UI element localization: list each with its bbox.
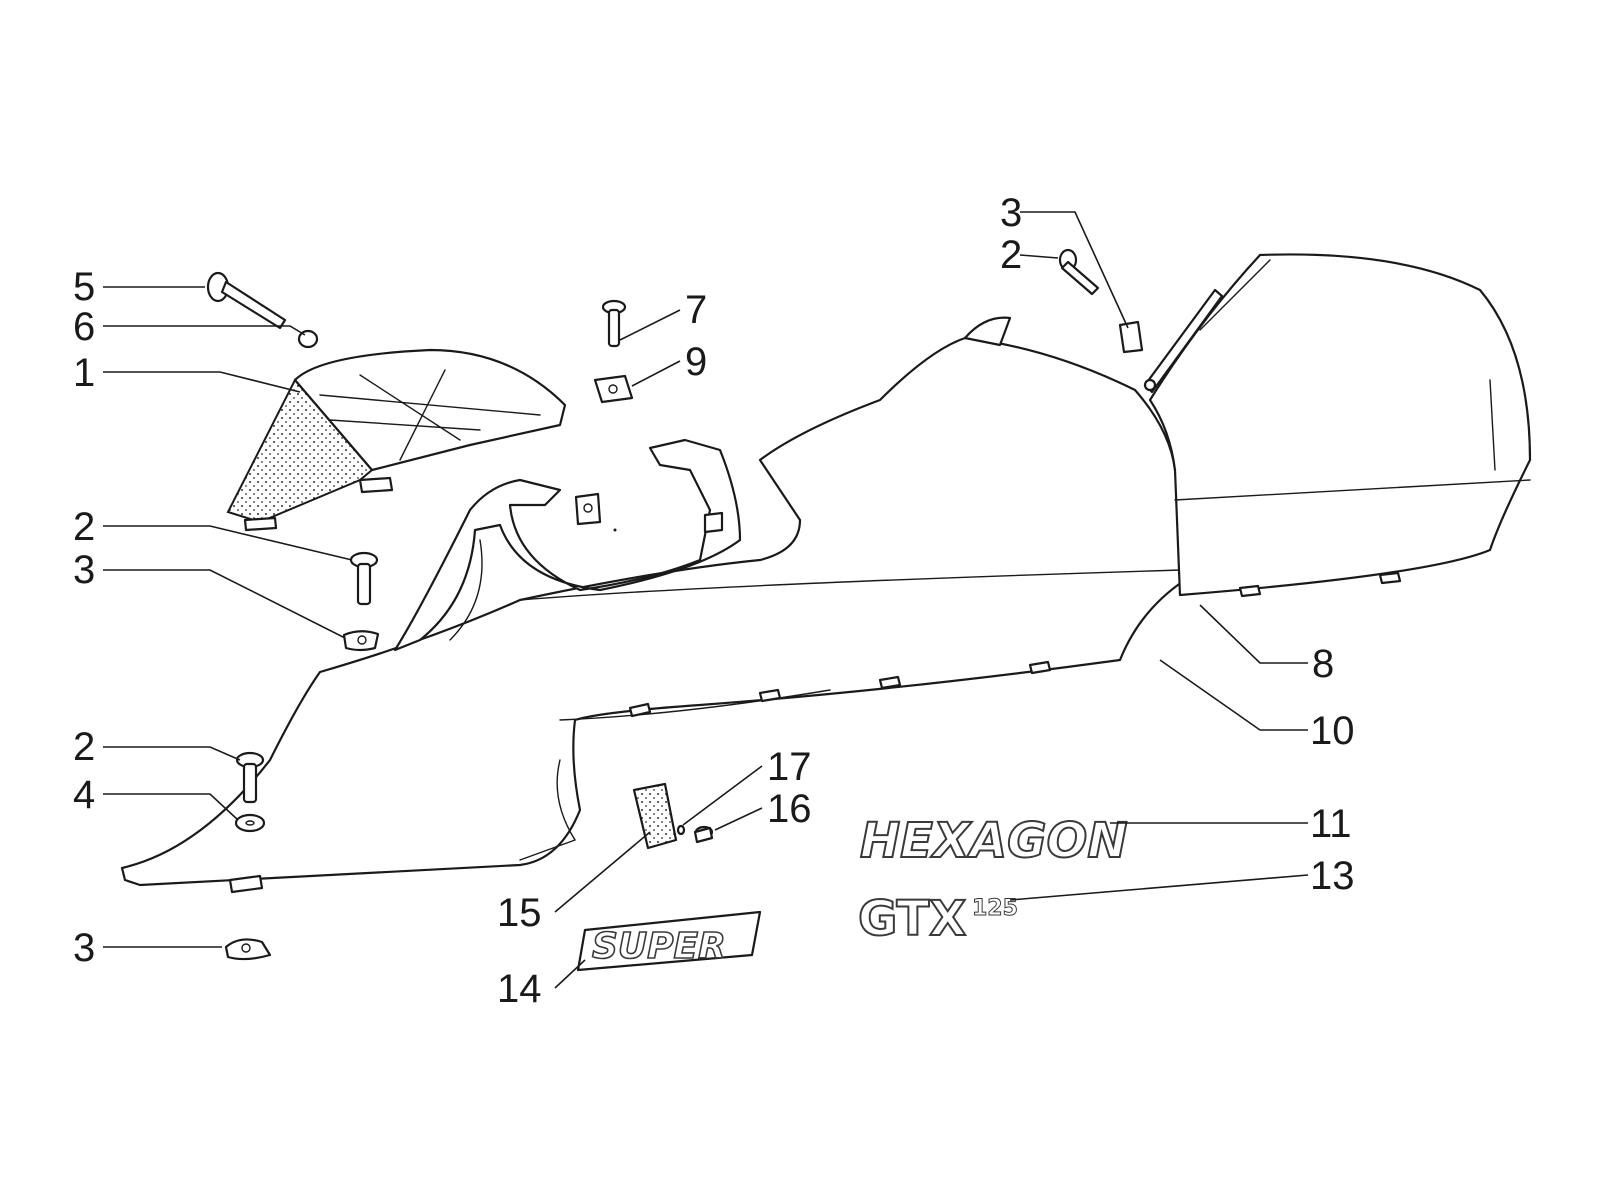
clip-nut-3-bottom-part — [224, 938, 272, 961]
callout-8: 8 — [1312, 642, 1334, 686]
super-decal-14: SUPER — [576, 910, 762, 972]
clip-nut-9-part — [593, 374, 634, 404]
clip-nut-3-top-part — [1118, 320, 1144, 354]
hexagon-decal-text: HEXAGON — [860, 813, 1128, 869]
callout-3: 3 — [73, 926, 95, 970]
hexagon-decal-11: HEXAGON — [859, 812, 1129, 870]
rear-cover-part — [1143, 253, 1532, 598]
washer-4-part — [234, 813, 266, 833]
callout-10: 10 — [1310, 709, 1355, 753]
callout-2: 2 — [73, 505, 95, 549]
callout-3: 3 — [1000, 191, 1022, 235]
screw-16-part — [693, 825, 714, 844]
callout-17: 17 — [767, 745, 812, 789]
callout-5: 5 — [73, 265, 95, 309]
callout-4: 4 — [73, 773, 95, 817]
callout-2: 2 — [73, 725, 95, 769]
callout-11: 11 — [1310, 802, 1352, 846]
glovebox-part — [226, 348, 567, 532]
callout-2: 2 — [1000, 233, 1022, 277]
clip-nut-center-part — [574, 492, 617, 532]
bolt-5-part — [206, 271, 287, 330]
gtx-decal-text: GTX — [858, 891, 966, 947]
washer-17-part — [676, 824, 686, 836]
screw-2-left-part — [349, 551, 379, 606]
screw-2-bottom-part — [235, 751, 265, 804]
super-decal-text: SUPER — [592, 926, 726, 967]
clip-nut-3-left-part — [342, 630, 380, 652]
callout-16: 16 — [767, 787, 812, 831]
callout-7: 7 — [685, 288, 707, 332]
callout-14: 14 — [497, 967, 542, 1011]
callout-15: 15 — [497, 891, 542, 935]
inner-bracket-part — [393, 438, 742, 652]
callout-3: 3 — [73, 548, 95, 592]
gtx-decal-13: GTX 125 — [857, 890, 1018, 948]
screw-2-top-part — [1058, 248, 1100, 296]
callout-labels: 5 6 1 7 9 3 2 2 3 2 4 3 8 10 17 16 11 13… — [73, 191, 1355, 1011]
callout-6: 6 — [73, 305, 95, 349]
leader-lines — [103, 211, 1309, 989]
screw-7-part — [601, 299, 627, 348]
reflector-15-part — [632, 782, 678, 850]
callout-9: 9 — [685, 340, 707, 384]
callout-1: 1 — [73, 351, 95, 395]
callout-13: 13 — [1310, 854, 1355, 898]
